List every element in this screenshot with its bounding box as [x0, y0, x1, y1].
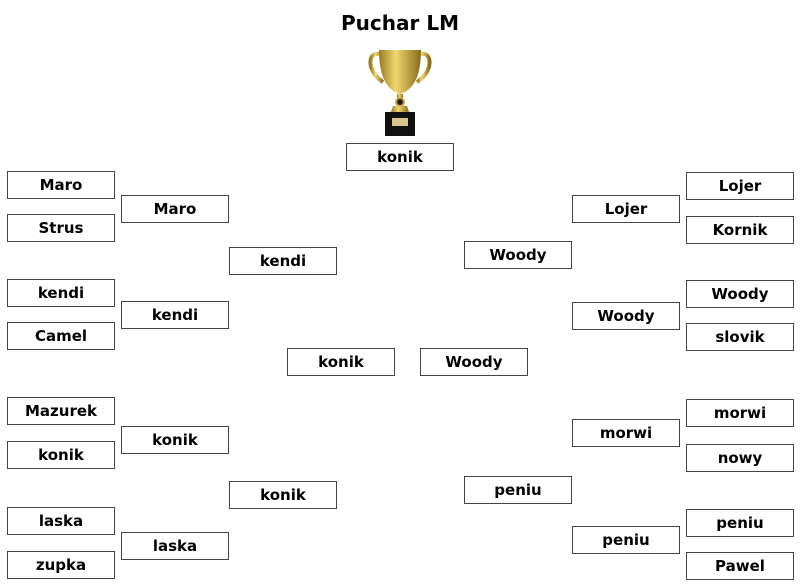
left-r1-slot-2[interactable]: Strus [7, 214, 115, 242]
right-r1-slot-6[interactable]: nowy [686, 444, 794, 472]
left-r2-slot-3[interactable]: konik [121, 426, 229, 454]
right-r2-slot-1[interactable]: Lojer [572, 195, 680, 223]
right-r2-slot-4[interactable]: peniu [572, 526, 680, 554]
right-r1-slot-4[interactable]: slovik [686, 323, 794, 351]
left-r1-slot-4[interactable]: Camel [7, 322, 115, 350]
right-r3-slot-2[interactable]: peniu [464, 476, 572, 504]
left-r2-slot-1[interactable]: Maro [121, 195, 229, 223]
right-r1-slot-8[interactable]: Pawel [686, 552, 794, 580]
right-r1-slot-3[interactable]: Woody [686, 280, 794, 308]
left-r1-slot-1[interactable]: Maro [7, 171, 115, 199]
right-r2-slot-3[interactable]: morwi [572, 419, 680, 447]
champion-box[interactable]: konik [346, 143, 454, 171]
page-title: Puchar LM [341, 11, 459, 35]
left-r3-slot-2[interactable]: konik [229, 481, 337, 509]
right-r3-slot-1[interactable]: Woody [464, 241, 572, 269]
right-finalist[interactable]: Woody [420, 348, 528, 376]
right-r1-slot-5[interactable]: morwi [686, 399, 794, 427]
trophy-icon [368, 50, 432, 136]
left-r1-slot-3[interactable]: kendi [7, 279, 115, 307]
left-r1-slot-8[interactable]: zupka [7, 551, 115, 579]
left-r3-slot-1[interactable]: kendi [229, 247, 337, 275]
right-r2-slot-2[interactable]: Woody [572, 302, 680, 330]
left-finalist[interactable]: konik [287, 348, 395, 376]
left-r2-slot-2[interactable]: kendi [121, 301, 229, 329]
right-r1-slot-2[interactable]: Kornik [686, 216, 794, 244]
right-r1-slot-1[interactable]: Lojer [686, 172, 794, 200]
right-r1-slot-7[interactable]: peniu [686, 509, 794, 537]
left-r2-slot-4[interactable]: laska [121, 532, 229, 560]
left-r1-slot-7[interactable]: laska [7, 507, 115, 535]
left-r1-slot-6[interactable]: konik [7, 441, 115, 469]
left-r1-slot-5[interactable]: Mazurek [7, 397, 115, 425]
